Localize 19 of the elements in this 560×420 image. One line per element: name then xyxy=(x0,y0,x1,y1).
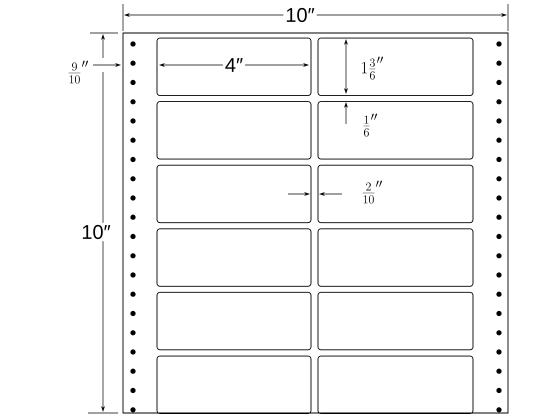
label-box xyxy=(156,38,312,96)
dimension-label: $1\frac{3}{6}''$ xyxy=(362,56,383,80)
label-box xyxy=(156,228,312,287)
label-box xyxy=(318,292,474,350)
dimension-label: 4″ xyxy=(222,56,246,74)
dimension-label: $\frac{9}{10}''$ xyxy=(68,60,88,84)
label-box xyxy=(156,164,312,224)
dimension-label: $\frac{2}{10}''$ xyxy=(362,180,382,204)
label-box xyxy=(156,101,312,160)
label-box xyxy=(318,164,474,224)
label-box xyxy=(318,356,474,414)
dimension-label: 10″ xyxy=(283,6,317,24)
dimension-label: 10″ xyxy=(79,222,113,242)
label-box xyxy=(318,101,474,160)
dimension-label: $\frac{1}{6}''$ xyxy=(364,114,378,136)
label-box xyxy=(156,356,312,414)
label-box xyxy=(156,292,312,350)
label-box xyxy=(318,228,474,287)
label-box xyxy=(318,38,474,96)
